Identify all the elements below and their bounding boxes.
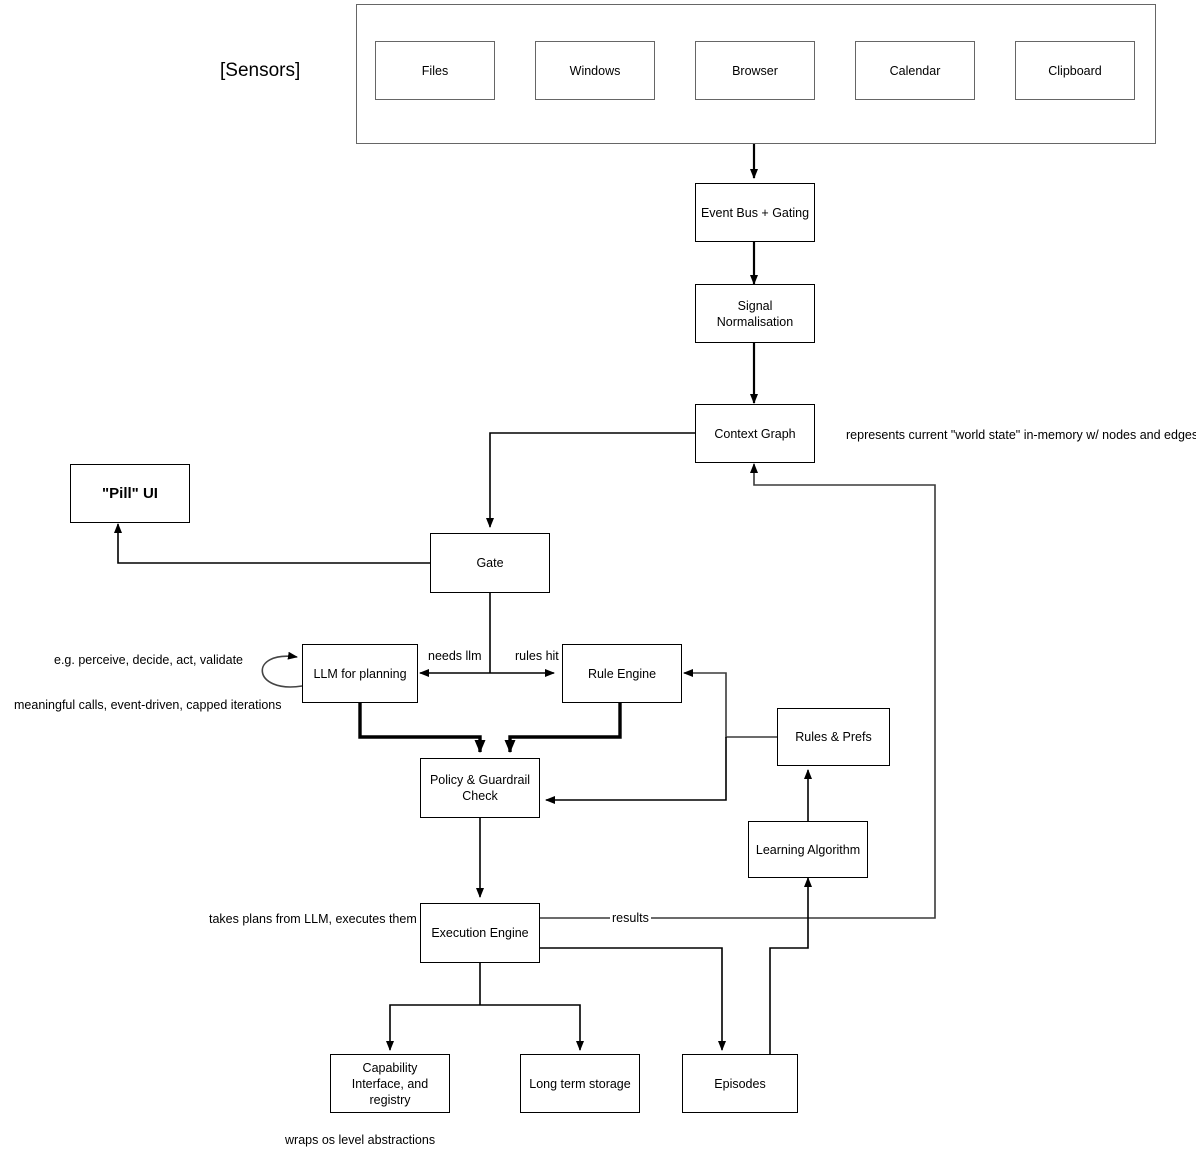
node-rule-engine[interactable]: Rule Engine — [562, 644, 682, 703]
edge-llm-to-policy — [358, 703, 486, 753]
annotation-llm-loop: e.g. perceive, decide, act, validate — [54, 653, 244, 667]
edge-rules-prefs-to-policy — [545, 737, 727, 804]
edge-episodes-to-learning — [769, 877, 812, 1056]
sensor-calendar[interactable]: Calendar — [855, 41, 975, 100]
node-capability-interface-label: Capability Interface, and registry — [351, 1060, 429, 1107]
sensor-windows[interactable]: Windows — [535, 41, 655, 100]
annotation-capability: wraps os level abstractions — [285, 1133, 436, 1147]
node-execution-engine[interactable]: Execution Engine — [420, 903, 540, 963]
node-pill-ui-label: "Pill" UI — [102, 484, 158, 502]
node-rule-engine-label: Rule Engine — [587, 666, 657, 681]
node-capability-interface[interactable]: Capability Interface, and registry — [330, 1054, 450, 1113]
annotation-context-graph: represents current "world state" in-memo… — [846, 428, 1196, 442]
edge-llm-self-loop — [261, 651, 303, 688]
edge-execution-to-episodes — [540, 947, 726, 1051]
sensor-files-label: Files — [421, 63, 449, 78]
node-episodes-label: Episodes — [714, 1076, 766, 1091]
node-policy-guardrail-check[interactable]: Policy & Guardrail Check — [420, 758, 540, 818]
edge-execution-to-capability — [386, 1004, 480, 1051]
node-event-bus-label: Event Bus + Gating — [700, 205, 810, 220]
node-context-graph[interactable]: Context Graph — [695, 404, 815, 463]
node-execution-engine-label: Execution Engine — [431, 926, 529, 940]
edge-context-graph-to-gate — [486, 432, 695, 528]
sensor-clipboard-label: Clipboard — [1048, 63, 1102, 78]
sensor-browser[interactable]: Browser — [695, 41, 815, 100]
node-event-bus[interactable]: Event Bus + Gating — [695, 183, 815, 242]
sensor-files[interactable]: Files — [375, 41, 495, 100]
node-gate[interactable]: Gate — [430, 533, 550, 593]
node-long-term-storage[interactable]: Long term storage — [520, 1054, 640, 1113]
edge-rule-engine-to-policy — [504, 703, 622, 753]
node-pill-ui[interactable]: "Pill" UI — [70, 464, 190, 523]
node-rules-and-prefs[interactable]: Rules & Prefs — [777, 708, 890, 766]
node-policy-guardrail-check-label: Policy & Guardrail Check — [429, 773, 531, 803]
annotation-llm-calls: meaningful calls, event-driven, capped i… — [14, 698, 282, 712]
node-long-term-storage-label: Long term storage — [529, 1076, 631, 1091]
node-signal-normalisation-label: Signal Normalisation — [716, 298, 794, 329]
node-llm-for-planning[interactable]: LLM for planning — [302, 644, 418, 703]
annotation-execution-engine: takes plans from LLM, executes them — [209, 912, 417, 926]
sensors-title-label: [Sensors] — [220, 60, 301, 81]
edge-execution-to-storage — [480, 1004, 584, 1051]
node-learning-algorithm-label: Learning Algorithm — [755, 842, 861, 857]
node-learning-algorithm[interactable]: Learning Algorithm — [748, 821, 868, 878]
sensor-calendar-label: Calendar — [889, 63, 941, 78]
node-rules-and-prefs-label: Rules & Prefs — [795, 730, 872, 744]
edge-label-rules-hit: rules hit — [513, 649, 561, 663]
edge-label-results: results — [610, 911, 651, 925]
edge-label-needs-llm: needs llm — [426, 649, 484, 663]
node-gate-label: Gate — [476, 556, 504, 570]
edge-gate-to-pill-ui — [114, 523, 430, 564]
node-llm-for-planning-label: LLM for planning — [313, 666, 407, 681]
node-episodes[interactable]: Episodes — [682, 1054, 798, 1113]
sensor-windows-label: Windows — [569, 63, 621, 78]
node-signal-normalisation[interactable]: Signal Normalisation — [695, 284, 815, 343]
edge-rules-prefs-to-rule-engine — [683, 669, 777, 738]
sensor-browser-label: Browser — [732, 63, 778, 78]
sensor-clipboard[interactable]: Clipboard — [1015, 41, 1135, 100]
node-context-graph-label: Context Graph — [714, 426, 796, 441]
